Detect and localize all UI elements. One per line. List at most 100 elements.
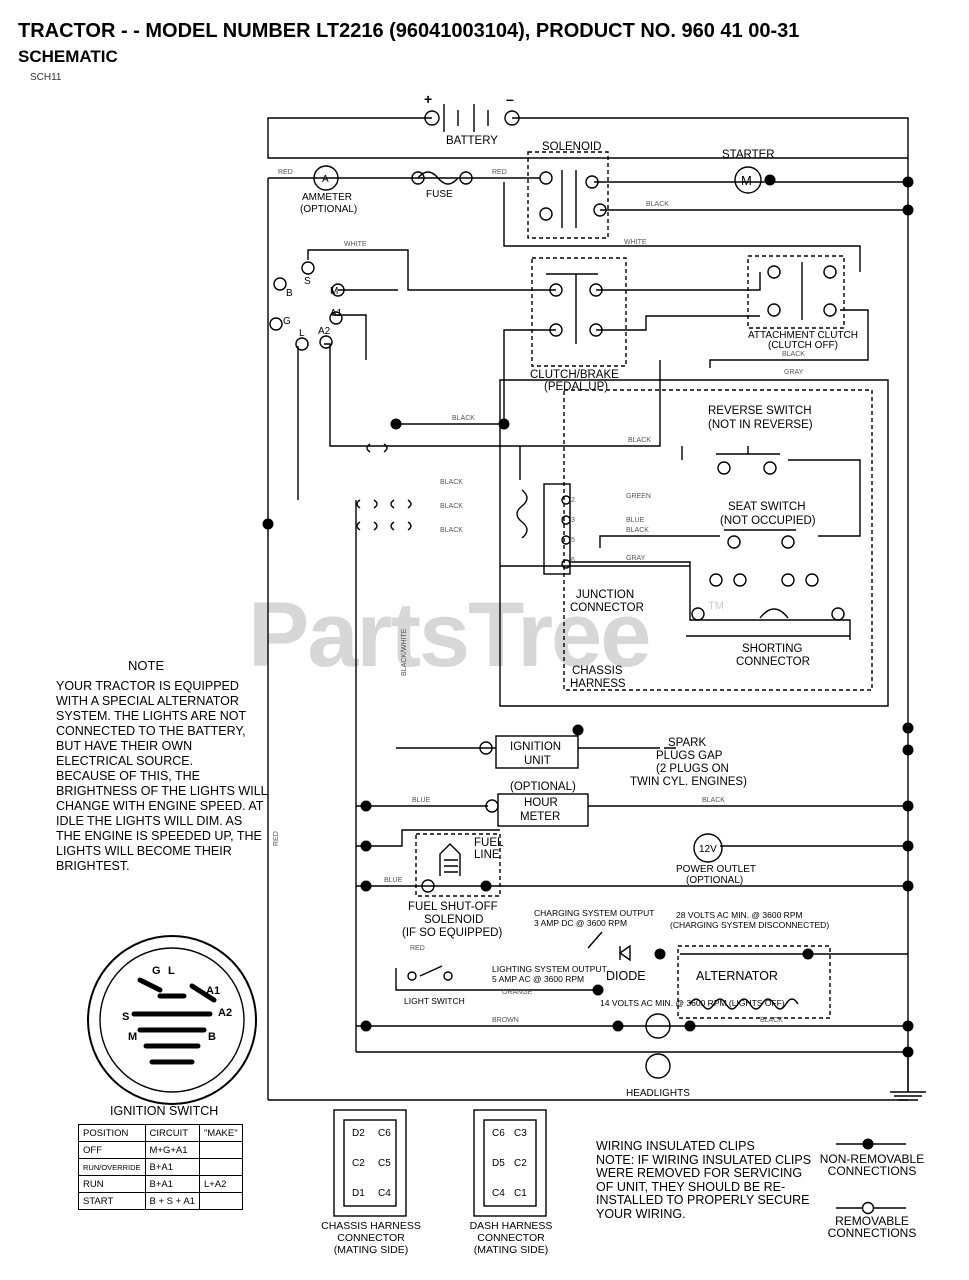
chassis-conn-inner (343, 1119, 397, 1207)
table-cell (198, 1141, 243, 1159)
label-attachment-clutch: ATTACHMENT CLUTCH (748, 330, 858, 341)
ignition-switch-face: G L A1 S A2 M B (87, 935, 257, 1105)
dot-diode (654, 948, 666, 960)
table-cell: B + S + A1 (144, 1192, 200, 1210)
caption-line: CONNECTOR (337, 1232, 405, 1244)
label-ammeter: AMMETER (302, 192, 352, 203)
dot-alt (802, 948, 814, 960)
fuse-term-b (459, 171, 473, 185)
caption-line: CONNECTOR (477, 1232, 545, 1244)
harness-clips-top (366, 443, 388, 453)
dash-pin-1: C6 (492, 1128, 505, 1139)
chassis-conn-outer (333, 1109, 407, 1217)
sol-term-3 (539, 207, 553, 221)
fuel-sol-term (421, 879, 435, 893)
chassis-pin-5: D1 (352, 1188, 365, 1199)
charging-arrow (587, 931, 603, 949)
label-lighting2: 5 AMP AC @ 3600 RPM (492, 974, 584, 984)
wire-label-orange: ORANGE (502, 989, 533, 996)
wire-label-black-5: BLACK (440, 479, 463, 486)
dot-black-2 (498, 418, 510, 430)
wire-label-black-8: BLACK (626, 527, 649, 534)
jc-pin-2 (561, 515, 571, 525)
wire-label-green: GREEN (626, 493, 651, 500)
label-hour2: METER (520, 811, 560, 823)
note-text: YOUR TRACTOR IS EQUIPPED WITH A SPECIAL … (56, 679, 268, 874)
label-shorting2: CONNECTOR (736, 656, 810, 668)
dot-left-power (360, 840, 372, 852)
label-fuel-sol2: SOLENOID (424, 914, 483, 926)
ignition-switch-title: IGNITION SWITCH (110, 1104, 219, 1118)
ac-term-1 (767, 265, 781, 279)
wire-label-gray-2: GRAY (626, 555, 646, 562)
dot-left-alt (360, 1020, 372, 1032)
ac-term-2 (823, 265, 837, 279)
ign-face-s: S (122, 1011, 129, 1023)
table-cell (198, 1158, 243, 1176)
table-cell: B+A1 (144, 1158, 200, 1176)
caption-line: DASH HARNESS (469, 1220, 553, 1232)
fuel-sol-coil (444, 859, 458, 873)
legend-line: REMOVABLE (835, 1214, 909, 1228)
legend-line: NON-REMOVABLE (819, 1152, 925, 1166)
dot-headlight-r (684, 1020, 696, 1032)
label-solenoid: SOLENOID (542, 141, 601, 153)
label-reverse-switch: REVERSE SWITCH (708, 405, 812, 417)
dot-light-sw (592, 984, 604, 996)
label-lighting: LIGHTING SYSTEM OUTPUT (492, 964, 607, 974)
label-hour: HOUR (524, 797, 558, 809)
label-chassis: CHASSIS (572, 665, 623, 677)
wire-label-black-3: BLACK (452, 415, 475, 422)
dot-right-5 (902, 800, 914, 812)
jc-pin-4 (561, 559, 571, 569)
safety-box (563, 389, 873, 691)
table-row: OFF M+G+A1 (78, 1141, 243, 1159)
label-power-symbol: 12V (699, 844, 717, 855)
short-term-5 (691, 607, 705, 621)
seat-term-1 (727, 535, 741, 549)
cb-term-1 (549, 283, 563, 297)
label-fuse: FUSE (426, 189, 453, 200)
wire-label-black-10: BLACK (760, 1017, 783, 1024)
ign-face-inner (99, 947, 245, 1093)
light-sw-term-2 (443, 971, 453, 981)
note-heading: NOTE (128, 658, 165, 673)
label-ammeter-symbol: A (322, 174, 329, 185)
short-term-1 (709, 573, 723, 587)
wire-label-black-2: BLACK (782, 351, 805, 358)
ign-face-a1: A1 (206, 985, 220, 997)
dot-ign-unit (572, 724, 584, 736)
wiring-note-heading: WIRING INSULATED CLIPS (596, 1139, 755, 1153)
wire-label-blue-2: BLUE (412, 797, 431, 804)
cb-term-2 (589, 283, 603, 297)
wire-clutch-right (596, 315, 760, 331)
dot-right-6 (902, 840, 914, 852)
battery-term-pos (424, 110, 440, 126)
wire-label-white-1: WHITE (624, 239, 647, 246)
ign-face-b: B (208, 1031, 216, 1043)
fuse-term-a (411, 171, 425, 185)
wire-clutch-link (596, 272, 761, 291)
label-reverse-switch-state: (NOT IN REVERSE) (708, 419, 813, 431)
label-spark2: PLUGS GAP (656, 750, 723, 762)
dash-pin-3: D5 (492, 1158, 505, 1169)
label-term-m: M (330, 286, 338, 297)
label-attachment-clutch-state: (CLUTCH OFF) (768, 340, 838, 351)
label-light-switch: LIGHT SWITCH (404, 996, 465, 1006)
dash-pin-4: C2 (514, 1158, 527, 1169)
label-jc-4: 6 (571, 557, 575, 564)
dash-conn-inner (483, 1119, 537, 1207)
label-fuel-sol: FUEL SHUT-OFF (408, 901, 498, 913)
table-cell: RUN/OVERRIDE (78, 1158, 146, 1176)
jc-coil (516, 489, 528, 539)
page-title: TRACTOR - - MODEL NUMBER LT2216 (9604100… (18, 20, 800, 42)
ign-face-bars (131, 977, 217, 1065)
wire-black-down (519, 360, 661, 480)
dash-pin-6: C1 (514, 1188, 527, 1199)
label-term-a2: A2 (318, 326, 331, 337)
label-spark3: (2 PLUGS ON (656, 763, 729, 775)
junction-column (543, 483, 571, 575)
wire-label-black-6: BLACK (440, 503, 463, 510)
dot-left-hour (360, 800, 372, 812)
ign-bar-6 (137, 977, 163, 993)
